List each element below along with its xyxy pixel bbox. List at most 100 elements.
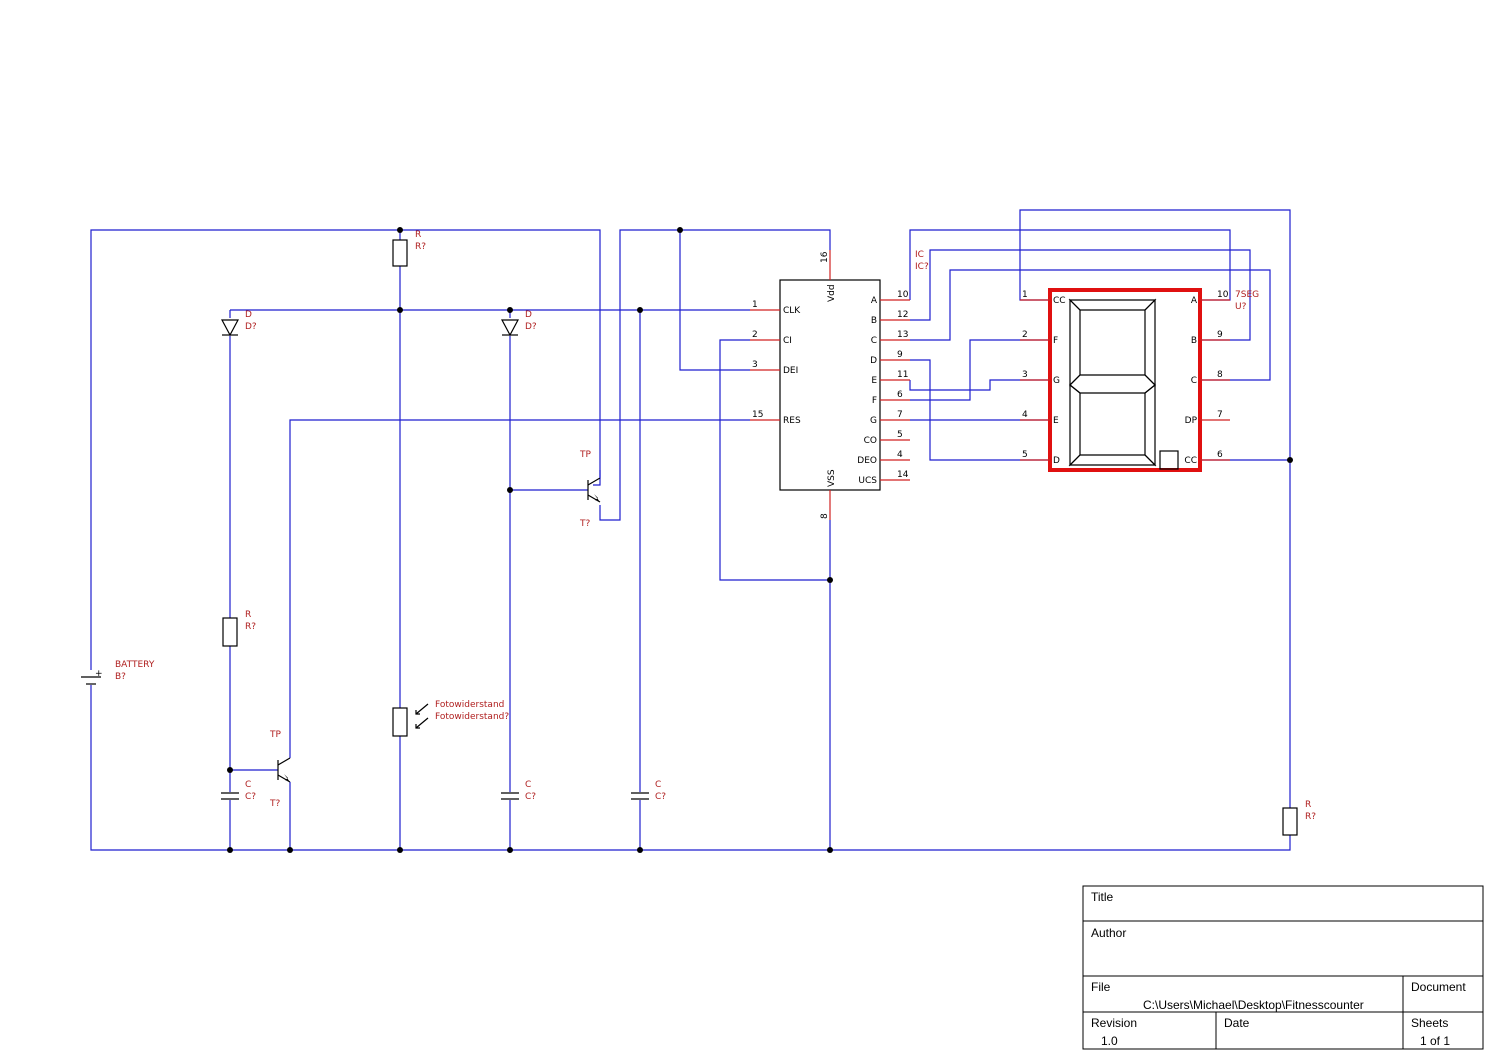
resistor-top[interactable]: R R? xyxy=(392,230,426,267)
pin-name: RES xyxy=(783,416,801,426)
pin-number: 14 xyxy=(897,470,909,480)
seg-type-label: 7SEG xyxy=(1235,290,1259,300)
resistor-type-label: R xyxy=(415,230,421,240)
pin-number: 4 xyxy=(897,450,903,460)
ic-pin-name: VSS xyxy=(827,469,837,487)
pin-number: 4 xyxy=(1022,410,1028,420)
seg-ref-label: U? xyxy=(1235,302,1247,312)
pin-name: E xyxy=(1053,416,1059,426)
junction xyxy=(227,767,233,773)
battery-plus-sign: + xyxy=(95,669,103,679)
diode-ref-label: D? xyxy=(245,322,257,332)
transistor-mid[interactable]: TP T? xyxy=(579,450,601,529)
pin-name: D xyxy=(870,356,877,366)
pin-c[interactable]: 13C xyxy=(871,330,910,346)
pin-co[interactable]: 5CO xyxy=(864,430,910,446)
junctions xyxy=(227,227,1293,853)
pin-number: 13 xyxy=(897,330,908,340)
junction xyxy=(227,847,233,853)
segment-outline xyxy=(1068,298,1157,467)
pin-dp[interactable]: 7DP xyxy=(1185,410,1230,426)
wire-seg-c xyxy=(910,269,1271,381)
pin-name: CI xyxy=(783,336,792,346)
wire-ground-rail xyxy=(90,685,1291,851)
capacitor-type-label: C xyxy=(245,780,251,790)
file-path: C:\Users\Michael\Desktop\Fitnesscounter xyxy=(1143,998,1364,1012)
pin-ci[interactable]: 2CI xyxy=(750,330,792,346)
junction xyxy=(397,307,403,313)
junction xyxy=(507,847,513,853)
capacitor-left[interactable]: C C? xyxy=(221,780,256,802)
battery-symbol[interactable]: + BATTERY B? xyxy=(81,660,155,685)
resistor-right[interactable]: R R? xyxy=(1282,800,1316,836)
pin-cc[interactable]: 1CC xyxy=(1020,290,1066,306)
pin-name: CC xyxy=(1184,456,1197,466)
pin-name: G xyxy=(870,416,877,426)
pin-number: 5 xyxy=(1022,450,1028,460)
pin-cc[interactable]: 6CC xyxy=(1184,450,1230,466)
pin-b[interactable]: 9B xyxy=(1191,330,1230,346)
pin-g[interactable]: 7G xyxy=(870,410,910,426)
wire-res xyxy=(289,419,750,758)
pin-number: 6 xyxy=(897,390,903,400)
diode-left[interactable]: D D? xyxy=(221,310,257,337)
capacitor-type-label: C xyxy=(655,780,661,790)
pin-number: 3 xyxy=(1022,370,1028,380)
pin-d[interactable]: 5D xyxy=(1020,450,1060,466)
battery-ref-label: B? xyxy=(115,672,126,682)
capacitor-right[interactable]: C C? xyxy=(631,780,666,802)
pin-name: F xyxy=(1053,336,1058,346)
pin-name: CC xyxy=(1053,296,1066,306)
pin-e[interactable]: 4E xyxy=(1020,410,1059,426)
pin-number: 5 xyxy=(897,430,903,440)
pin-g[interactable]: 3G xyxy=(1020,370,1060,386)
diode-type-label: D xyxy=(525,310,532,320)
pin-number: 12 xyxy=(897,310,908,320)
diode-type-label: D xyxy=(245,310,252,320)
pin-number: 11 xyxy=(897,370,908,380)
pin-e[interactable]: 11E xyxy=(871,370,910,386)
revision-label: Revision xyxy=(1091,1016,1137,1030)
sheets-label: Sheets xyxy=(1411,1016,1448,1030)
title-block: Title Author File C:\Users\Michael\Deskt… xyxy=(1082,885,1484,1050)
photoresistor[interactable]: Fotowiderstand Fotowiderstand? xyxy=(392,700,509,737)
capacitor-mid[interactable]: C C? xyxy=(501,780,536,802)
pin-number: 1 xyxy=(752,300,758,310)
resistor-left[interactable]: R R? xyxy=(222,610,256,647)
pin-f[interactable]: 6F xyxy=(872,390,910,406)
pin-number: 8 xyxy=(1217,370,1223,380)
junction xyxy=(827,847,833,853)
pin-number: 2 xyxy=(1022,330,1028,340)
pin-number: 6 xyxy=(1217,450,1223,460)
pin-a[interactable]: 10A xyxy=(871,290,910,306)
pin-a[interactable]: 10A xyxy=(1191,290,1230,306)
junction xyxy=(397,847,403,853)
capacitor-ref-label: C? xyxy=(655,792,666,802)
photoresistor-type-label: Fotowiderstand xyxy=(435,700,504,710)
capacitor-type-label: C xyxy=(525,780,531,790)
transistor-low[interactable]: TP T? xyxy=(269,730,291,809)
pin-number: 9 xyxy=(1217,330,1223,340)
pin-d[interactable]: 9D xyxy=(870,350,910,366)
pin-name: B xyxy=(1191,336,1197,346)
revision-value: 1.0 xyxy=(1101,1034,1118,1048)
pin-number: 10 xyxy=(897,290,909,300)
pin-f[interactable]: 2F xyxy=(1020,330,1058,346)
wire-seg-d xyxy=(910,359,1050,461)
pin-b[interactable]: 12B xyxy=(871,310,910,326)
pin-name: DEI xyxy=(783,366,798,376)
document-label: Document xyxy=(1411,980,1466,994)
diode-mid[interactable]: D D? xyxy=(501,310,537,337)
title-label: Title xyxy=(1091,890,1114,904)
junction xyxy=(827,577,833,583)
transistor-type-label: TP xyxy=(579,450,591,460)
pin-c[interactable]: 8C xyxy=(1191,370,1230,386)
